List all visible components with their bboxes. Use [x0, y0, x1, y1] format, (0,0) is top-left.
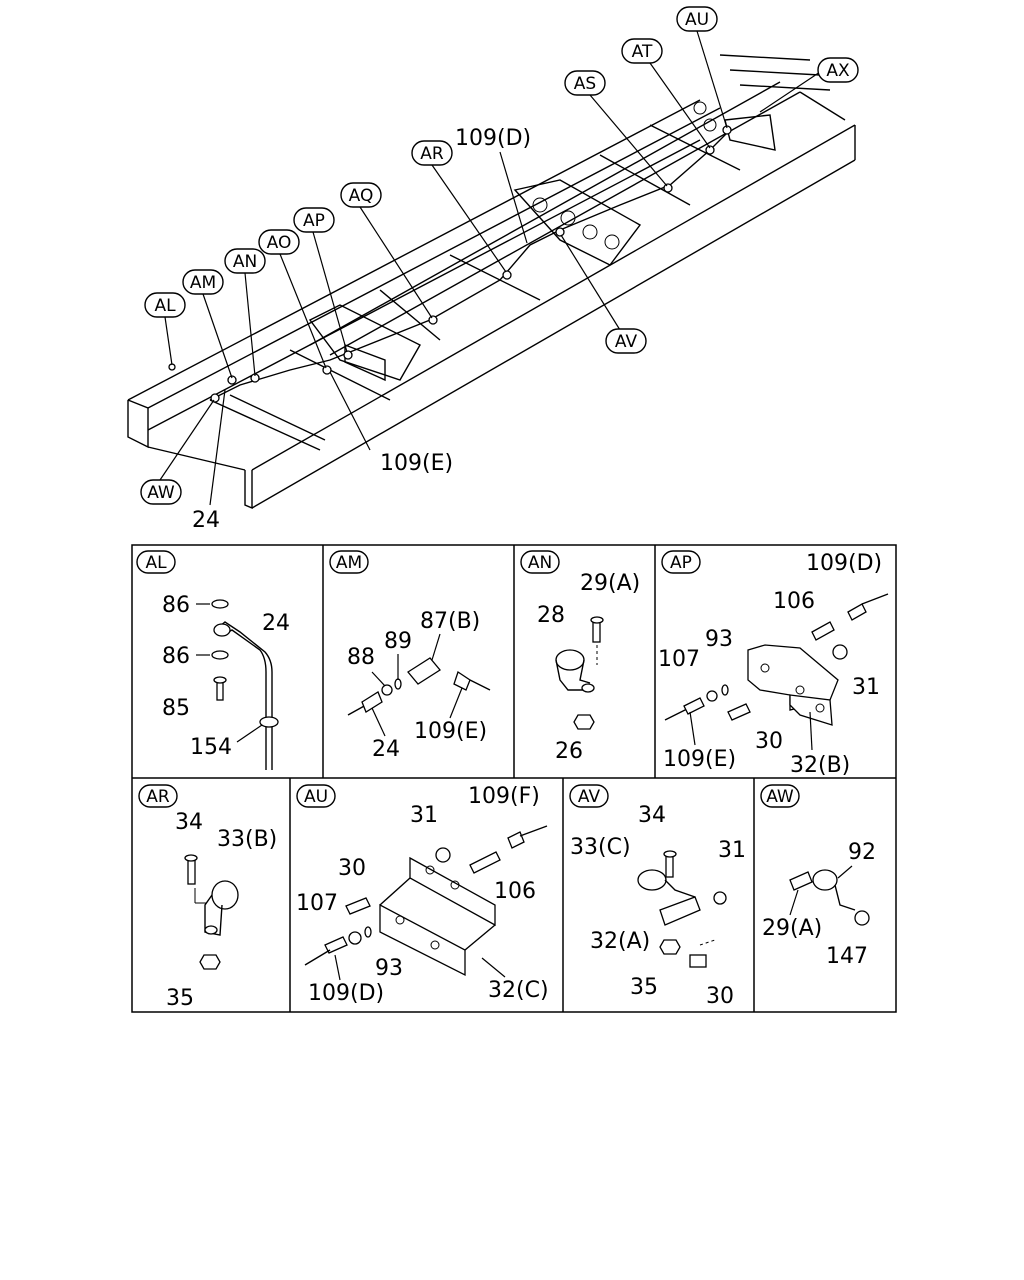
panel-tag: AW: [760, 784, 800, 808]
callout-AN: AN: [224, 248, 266, 274]
part-label: 32(B): [790, 753, 850, 778]
part-label: 32(C): [488, 978, 549, 1003]
panel-AN: AN 29(A) 28 26: [520, 550, 640, 764]
callout-text: AV: [615, 332, 638, 352]
panel-tag: AR: [138, 784, 178, 808]
panel-tag-text: AV: [578, 787, 601, 807]
part-label: 107: [296, 891, 338, 916]
callout-text: AR: [420, 144, 444, 164]
panel-tag-text: AR: [146, 787, 170, 807]
label-24: 24: [192, 508, 220, 533]
panel-AP: AP 109(D) 106 93 107 31 30 109(E) 32(B): [658, 550, 889, 778]
callout-text: AU: [685, 10, 709, 30]
part-label: 87(B): [420, 609, 480, 634]
part-label: 147: [826, 944, 868, 969]
callout-AV: AV: [605, 328, 647, 354]
panel-AW: AW 92 29(A) 147: [760, 784, 876, 969]
part-label: 28: [537, 603, 565, 628]
panel-AR: AR 34 33(B) 35: [138, 784, 277, 1011]
part-label: 31: [852, 675, 880, 700]
part-label: 33(B): [217, 827, 277, 852]
panel-tag-text: AN: [528, 553, 552, 573]
panel-tag-text: AW: [766, 787, 794, 807]
callout-AO: AO: [258, 229, 300, 255]
panel-tag-text: AP: [670, 553, 692, 573]
part-label: 30: [338, 856, 366, 881]
panel-tag-text: AM: [336, 553, 362, 573]
panel-tag: AU: [296, 784, 336, 808]
part-label: 33(C): [570, 835, 631, 860]
callout-AQ: AQ: [340, 182, 382, 208]
part-label: 29(A): [580, 571, 640, 596]
part-label: 31: [410, 803, 438, 828]
label-109d: 109(D): [455, 126, 531, 151]
part-label: 35: [166, 986, 194, 1011]
part-label: 154: [190, 735, 232, 760]
callout-text: AN: [233, 252, 257, 272]
part-label: 93: [375, 956, 403, 981]
panel-tag: AV: [569, 784, 609, 808]
part-label: 109(D): [308, 981, 384, 1006]
part-label: 109(E): [663, 747, 736, 772]
panel-tag-text: AU: [304, 787, 328, 807]
part-label: 89: [384, 629, 412, 654]
label-109e: 109(E): [380, 451, 453, 476]
callout-text: AT: [632, 42, 653, 62]
part-label: 85: [162, 696, 190, 721]
overview-leaders: [159, 30, 821, 506]
callout-text: AS: [574, 74, 596, 94]
part-label: 92: [848, 840, 876, 865]
part-label: 32(A): [590, 929, 650, 954]
part-label: 93: [705, 627, 733, 652]
part-label: 106: [773, 589, 815, 614]
part-label: 35: [630, 975, 658, 1000]
callout-text: AL: [154, 296, 176, 316]
part-label: 34: [175, 810, 203, 835]
part-label: 26: [555, 739, 583, 764]
part-label: 106: [494, 879, 536, 904]
callout-AW: AW: [140, 479, 182, 505]
callout-text: AO: [267, 233, 292, 253]
part-label: 88: [347, 645, 375, 670]
detail-grid: [131, 544, 897, 1013]
callout-AX: AX: [817, 57, 859, 83]
callout-AP: AP: [293, 207, 335, 233]
panel-tag: AN: [520, 550, 560, 574]
callout-text: AX: [826, 61, 850, 81]
part-label: 24: [262, 611, 290, 636]
part-label: 34: [638, 803, 666, 828]
panel-AU: AU 109(F) 31 30 106 107 93 109(D) 32(C): [296, 784, 549, 1006]
chassis-frame-drawing: [127, 54, 856, 510]
callout-AM: AM: [182, 269, 224, 295]
part-label: 29(A): [762, 916, 822, 941]
callout-AS: AS: [564, 70, 606, 96]
part-label: 31: [718, 838, 746, 863]
callout-text: AQ: [349, 186, 374, 206]
part-label: 109(E): [414, 719, 487, 744]
part-label: 86: [162, 593, 190, 618]
panel-AM: AM 87(B) 89 88 24 109(E): [329, 550, 491, 762]
panel-AL: AL 86 24 86 85 154: [136, 550, 290, 770]
part-label: 30: [755, 729, 783, 754]
panel-AV: AV 34 33(C) 31 32(A) 35 30: [569, 784, 746, 1009]
callout-text: AP: [303, 211, 325, 231]
panel-tag-text: AL: [145, 553, 167, 573]
part-label: 107: [658, 647, 700, 672]
callout-AU: AU: [676, 6, 718, 32]
panel-tag: AP: [661, 550, 701, 574]
callout-AT: AT: [621, 38, 663, 64]
panel-tag: AM: [329, 550, 369, 574]
part-label: 86: [162, 644, 190, 669]
callout-AL: AL: [144, 292, 186, 318]
part-label: 109(D): [806, 551, 882, 576]
callout-text: AW: [147, 483, 175, 503]
callout-text: AM: [190, 273, 216, 293]
part-label: 30: [706, 984, 734, 1009]
callout-AR: AR: [411, 140, 453, 166]
part-label: 109(F): [468, 784, 540, 809]
panel-tag: AL: [136, 550, 176, 574]
part-label: 24: [372, 737, 400, 762]
